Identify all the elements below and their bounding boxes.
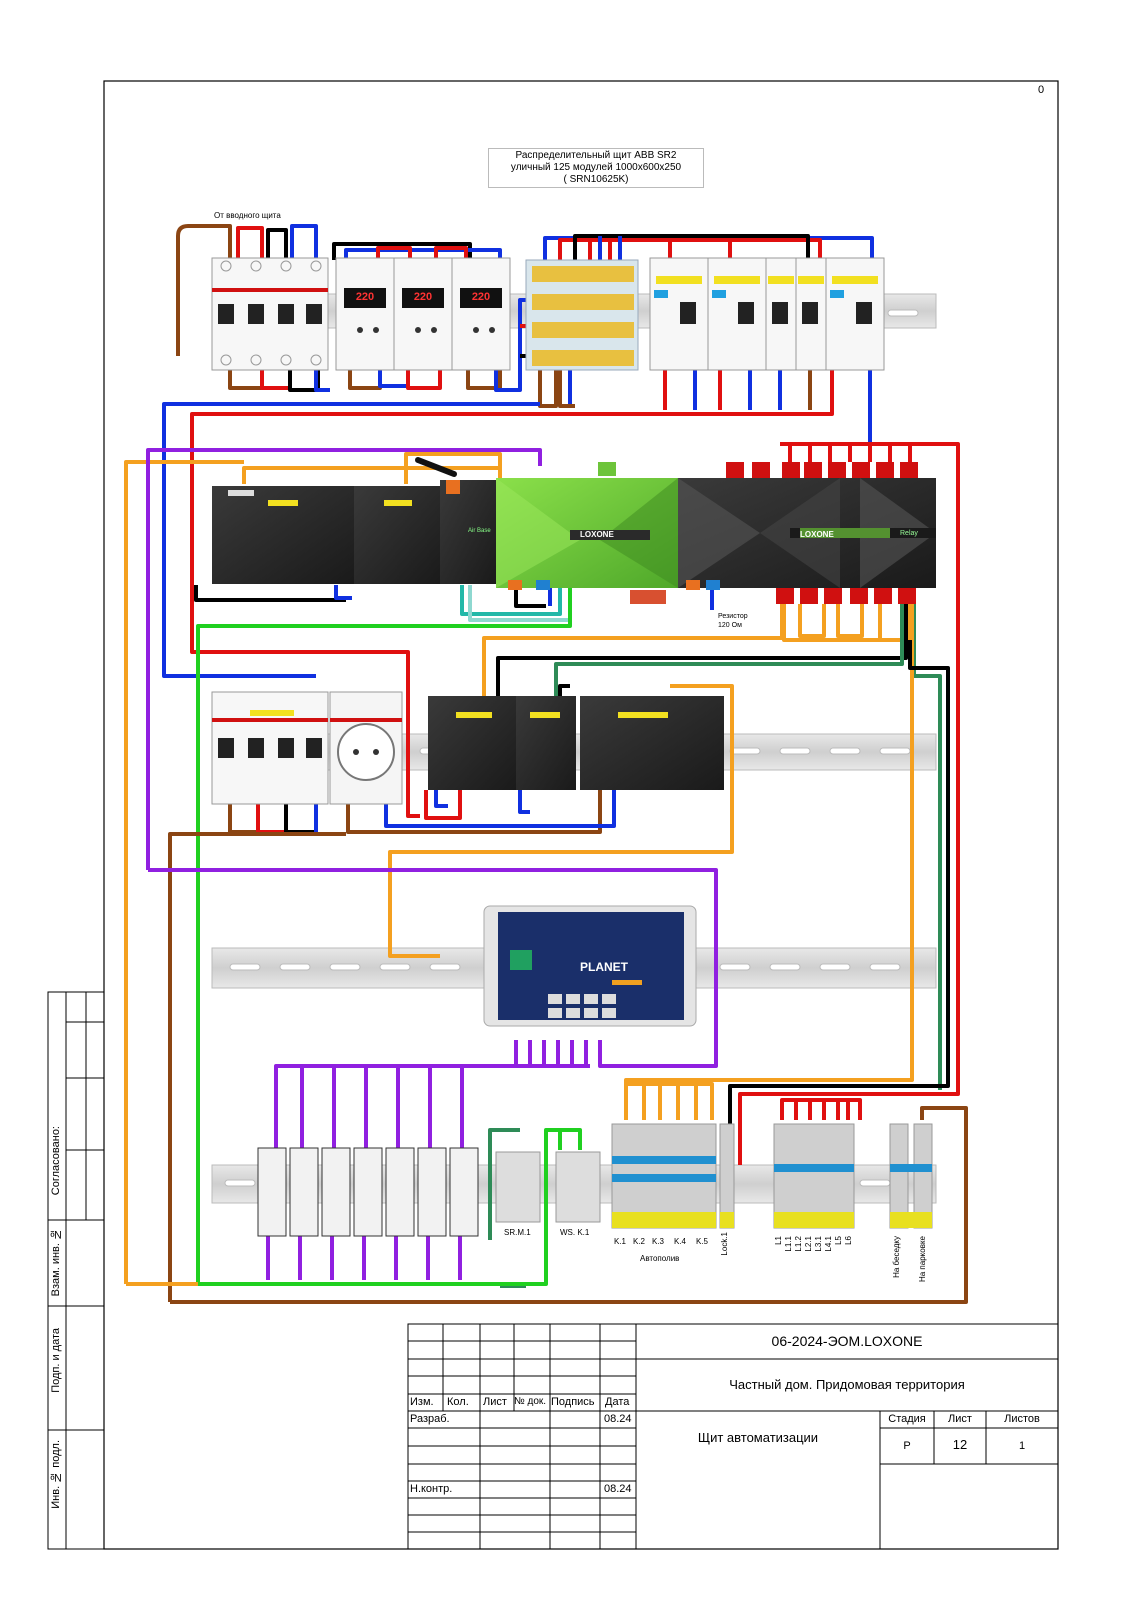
relay-terminals-top — [726, 462, 918, 478]
razrab-date: 08.24 — [604, 1413, 632, 1425]
sheet-title: Щит автоматизации — [697, 1430, 819, 1445]
l1-label: L1 — [774, 1236, 783, 1245]
col-kol: Кол. — [447, 1396, 469, 1408]
nkontr-label: Н.контр. — [410, 1483, 453, 1495]
power-supply-24v — [212, 486, 354, 584]
panel-title-line1: Распределительный щит ABB SR2 — [515, 150, 677, 161]
loxone-miniserver — [496, 462, 678, 604]
srm-ws-terminals — [495, 1151, 601, 1223]
breaker-4p-row3 — [211, 691, 329, 805]
col-podpis: Подпись — [551, 1396, 595, 1408]
soglasovano-label: Согласовано: — [50, 1126, 62, 1196]
feed-label: От вводного щита — [214, 211, 281, 220]
l31-label: L3.1 — [814, 1236, 823, 1252]
listov-value: 1 — [1018, 1440, 1026, 1452]
l11-label: L1.1 — [784, 1236, 793, 1252]
ws-label: WS. K.1 — [560, 1228, 590, 1237]
podp-data-label: Подп. и дата — [50, 1328, 62, 1393]
l12-label: L1.2 — [794, 1236, 803, 1252]
panel-title-line2: уличный 125 модулей 1000x600x250 — [510, 162, 682, 173]
relay-label: Relay — [900, 530, 918, 537]
parking-label: На парковке — [918, 1236, 927, 1283]
l41-label: L4.1 — [824, 1236, 833, 1252]
wires — [124, 224, 968, 1304]
rcbo-breakers — [649, 257, 885, 371]
l21-label: L2.1 — [804, 1236, 813, 1252]
power-supply-12v — [354, 486, 440, 584]
l6-label: L6 — [844, 1236, 853, 1245]
resistor-label-line2: 120 Ом — [718, 622, 742, 629]
srm-label: SR.M.1 — [504, 1228, 531, 1237]
k4-label: K.4 — [674, 1237, 687, 1246]
list-value: 12 — [952, 1437, 968, 1452]
loxone-brand-relay: LOXONE — [800, 530, 834, 539]
meter-reading-3: 220 — [471, 291, 491, 303]
vzam-inv-label: Взам. инв. № — [50, 1228, 62, 1297]
l5-label: L5 — [834, 1236, 843, 1245]
bus-distribution-block — [525, 259, 639, 371]
gazebo-label: На беседку — [892, 1236, 901, 1278]
col-ndok: № док. — [514, 1396, 547, 1407]
resistor-label-line1: Резистор — [718, 613, 748, 620]
list-label: Лист — [948, 1413, 972, 1425]
k5-label: K.5 — [696, 1237, 709, 1246]
col-list: Лист — [483, 1396, 507, 1408]
din-socket — [329, 691, 403, 805]
autopoliv-terminals — [611, 1123, 735, 1229]
meter-reading-2: 220 — [413, 291, 433, 303]
light-terminals — [773, 1123, 933, 1229]
air-base-extension — [415, 457, 496, 584]
object-name: Частный дом. Придомовая территория — [729, 1377, 965, 1392]
k1-label: K.1 — [614, 1237, 627, 1246]
psu-row3 — [428, 696, 724, 790]
loxone-terminals-bottom — [508, 580, 720, 590]
k2-label: K.2 — [633, 1237, 646, 1246]
doc-code: 06-2024-ЭОМ.LOXONE — [771, 1333, 923, 1349]
lock-label: Lock.1 — [720, 1232, 729, 1256]
planet-brand: PLANET — [580, 960, 628, 974]
inv-podl-label: Инв. № подл. — [50, 1440, 62, 1509]
listov-label: Листов — [1004, 1413, 1040, 1425]
stadiya-label: Стадия — [888, 1413, 926, 1425]
energy-meters — [335, 257, 511, 371]
main-breaker — [211, 257, 329, 371]
loxone-relay-extension — [678, 478, 936, 588]
relay-terminals-bottom — [776, 588, 916, 604]
title-block-grid — [407, 1323, 1059, 1550]
col-izm: Изм. — [410, 1396, 434, 1408]
loxone-brand-miniserver: LOXONE — [580, 530, 614, 539]
nkontr-date: 08.24 — [604, 1483, 632, 1495]
rj45-surge-modules — [257, 1147, 479, 1237]
k3-label: K.3 — [652, 1237, 665, 1246]
resistor-label: Резистор 120 Ом — [718, 612, 748, 630]
air-base-label: Air Base — [468, 528, 491, 534]
planet-poe-switch — [483, 905, 697, 1027]
razrab-label: Разраб. — [410, 1413, 450, 1425]
col-data: Дата — [605, 1396, 630, 1408]
panel-title-box: Распределительный щит ABB SR2 уличный 12… — [488, 148, 704, 188]
stadiya-value: Р — [903, 1440, 911, 1452]
meter-reading-1: 220 — [355, 291, 375, 303]
side-stamp-grid — [47, 991, 105, 1550]
corner-sheet-number: 0 — [1038, 84, 1045, 96]
autopoliv-label: Автополив — [640, 1254, 680, 1263]
panel-title-line3: ( SRN10625K) — [563, 174, 629, 185]
